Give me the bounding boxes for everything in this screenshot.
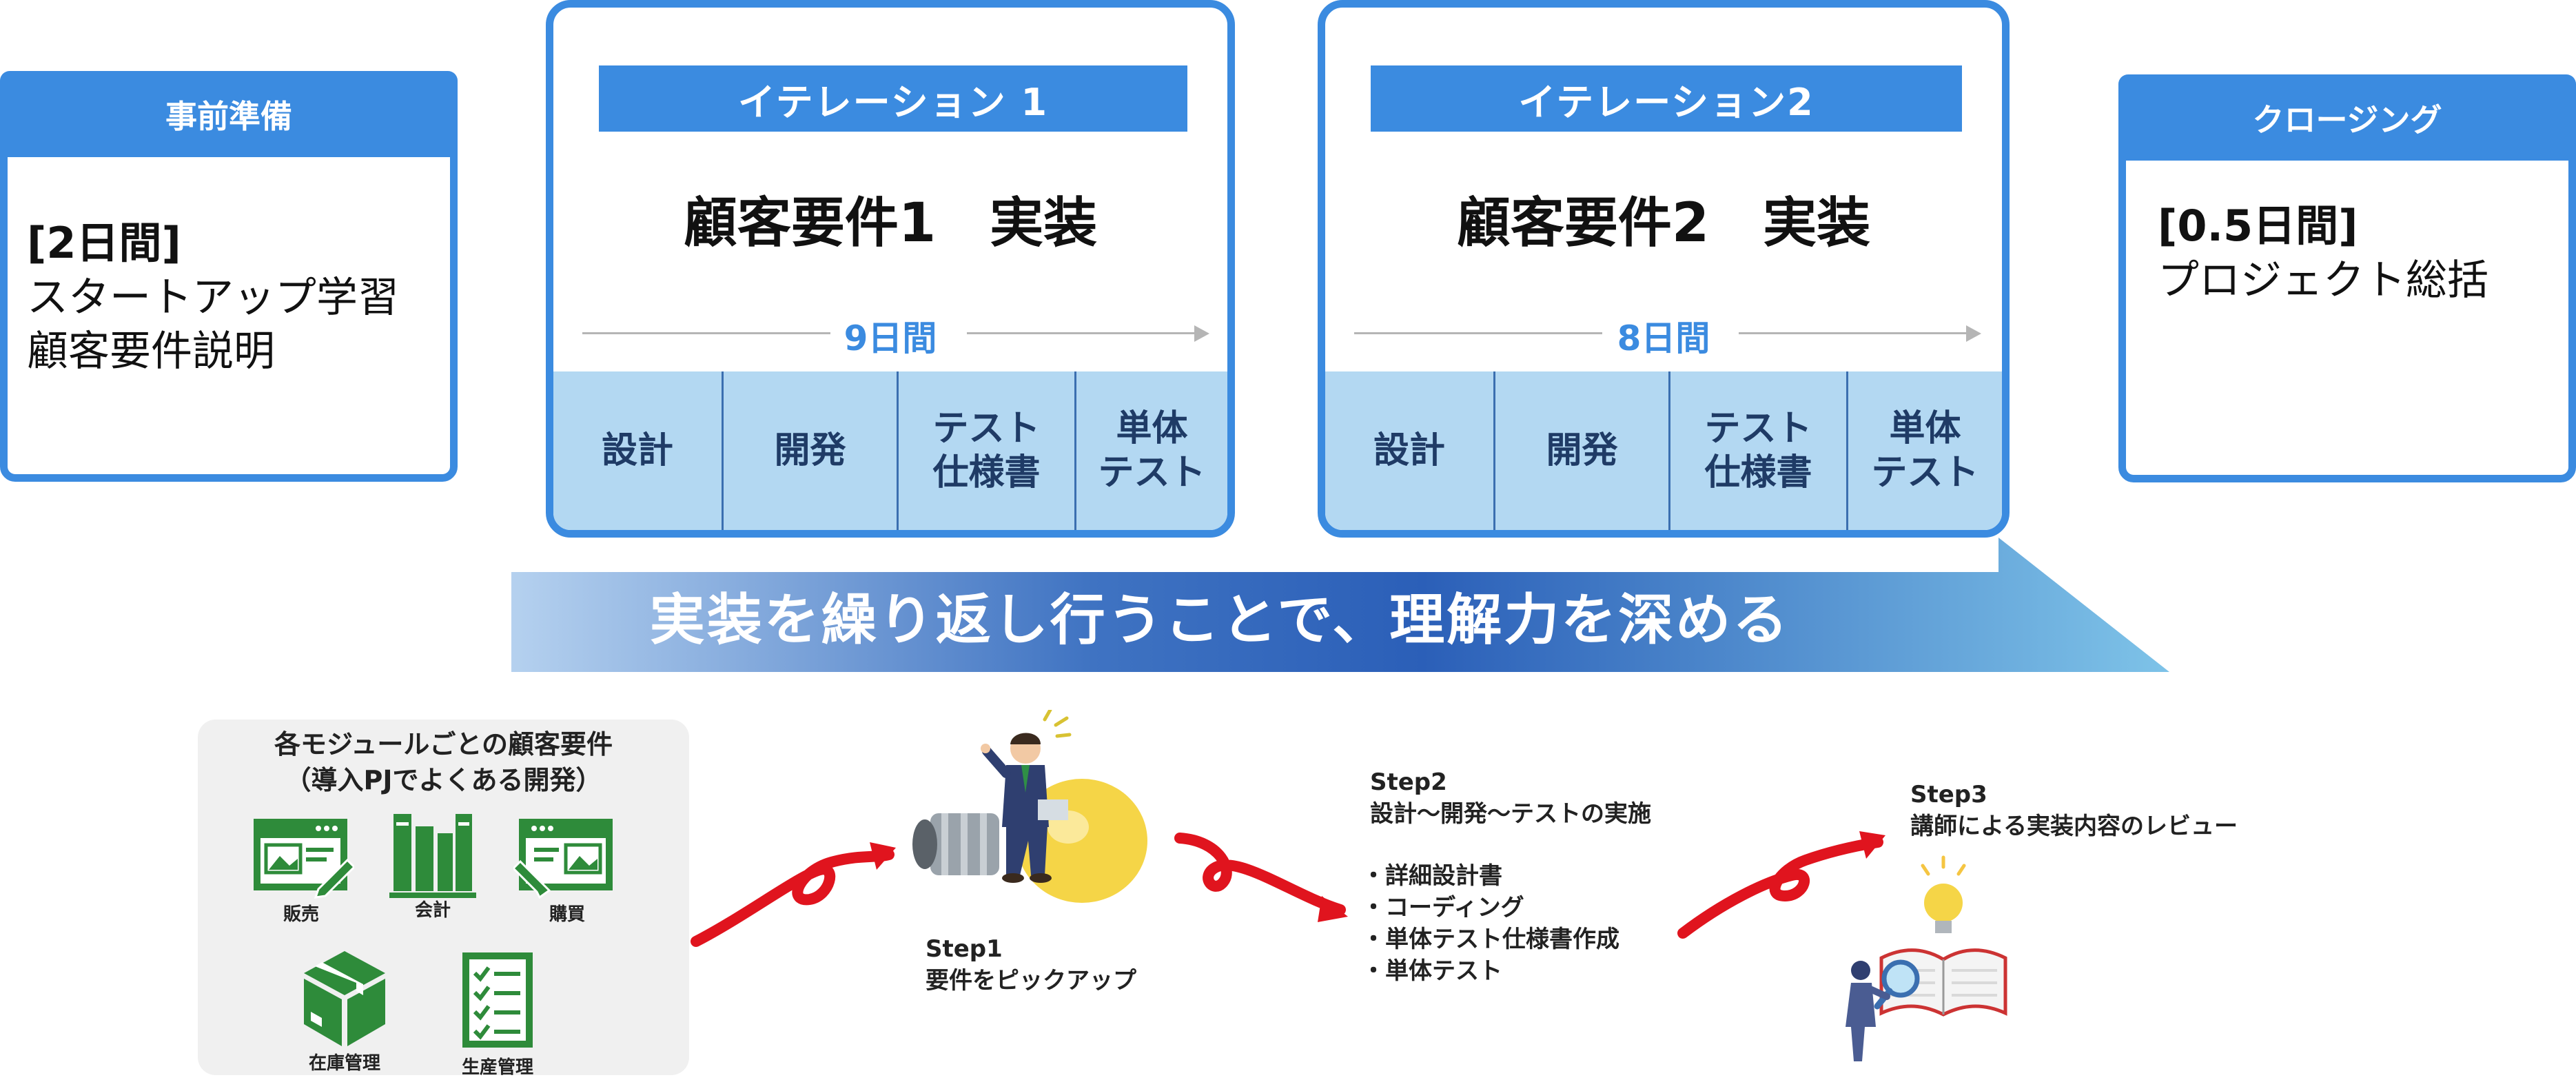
task-develop: 開発: [1495, 371, 1670, 530]
modules-title: 各モジュールごとの顧客要件 （導入PJでよくある開発）: [198, 726, 689, 798]
iteration-2-card: イテレーション2 顧客要件2 実装 8日間 設計 開発 テスト 仕様書 単体 テ…: [1318, 0, 2010, 538]
task-develop: 開発: [724, 371, 899, 530]
module-label-production: 生産管理: [461, 1057, 533, 1078]
prep-line-1: スタートアップ学習: [27, 274, 399, 322]
task-design: 設計: [553, 371, 724, 530]
task-test-spec: テスト 仕様書: [1670, 371, 1848, 530]
closing-duration: [0.5日間]: [2158, 201, 2358, 251]
step2-desc: 設計～開発～テストの実施: [1370, 800, 1651, 828]
step2-bullet-2: コーディング: [1362, 892, 1619, 924]
module-label-inventory: 在庫管理: [308, 1053, 380, 1074]
step2-bullets: 詳細設計書 コーディング 単体テスト仕様書作成 単体テスト: [1362, 860, 1619, 987]
module-label-accounting: 会計: [414, 900, 451, 921]
iteration-1-line-right: [967, 332, 1194, 334]
step2-bullet-4: 単体テスト: [1362, 955, 1619, 987]
iteration-1-card: イテレーション 1 顧客要件1 実装 9日間 設計 開発 テスト 仕様書 単体 …: [546, 0, 1235, 538]
iteration-2-bar: イテレーション2: [1371, 65, 1962, 132]
iteration-2-arrow-icon: [1966, 325, 1981, 342]
iteration-2-tasks: 設計 開発 テスト 仕様書 単体 テスト: [1325, 371, 2002, 530]
step2-title: Step2: [1370, 768, 1447, 796]
step1-text: Step1 要件をピックアップ: [926, 933, 1136, 997]
iteration-1-line-left: [582, 332, 830, 334]
step1-desc: 要件をピックアップ: [926, 967, 1136, 995]
step2-text: Step2 設計～開発～テストの実施: [1370, 766, 1651, 830]
prep-card: 事前準備 [2日間] スタートアップ学習 顧客要件説明: [0, 71, 458, 482]
iteration-2-title: 顧客要件2 実装: [1456, 192, 1871, 254]
review-book-illustration: [1846, 855, 2007, 1061]
module-label-sales: 販売: [283, 904, 319, 925]
iteration-1-title: 顧客要件1 実装: [683, 192, 1098, 254]
task-test-spec: テスト 仕様書: [899, 371, 1076, 530]
purchasing-icon: [513, 819, 613, 899]
iteration-2-line-right: [1739, 332, 1966, 334]
modules-title-line-1: 各モジュールごとの顧客要件: [274, 729, 613, 759]
iteration-1-tasks: 設計 開発 テスト 仕様書 単体 テスト: [553, 371, 1227, 530]
banner-text: 実装を繰り返し行うことで、理解力を深める: [649, 588, 1790, 652]
step3-title: Step3: [1910, 781, 1987, 808]
module-label-purchasing: 購買: [549, 904, 585, 925]
prep-header: 事前準備: [0, 71, 458, 157]
step3-desc: 講師による実装内容のレビュー: [1910, 813, 2238, 840]
iteration-2-line-left: [1354, 332, 1602, 334]
accounting-icon: [389, 814, 476, 898]
modules-title-line-2: （導入PJでよくある開発）: [285, 765, 602, 795]
step3-text: Step3 講師による実装内容のレビュー: [1910, 779, 2238, 842]
iteration-1-bar: イテレーション 1: [599, 65, 1187, 132]
lightbulb-person-illustration: [912, 710, 1147, 903]
step1-title: Step1: [926, 935, 1003, 963]
step2-bullet-1: 詳細設計書: [1362, 860, 1619, 892]
curve-arrow-2-icon: [1174, 833, 1346, 915]
modules-box: 各モジュールごとの顧客要件 （導入PJでよくある開発） 販売 会計 購買: [198, 720, 689, 1078]
prep-line-2: 顧客要件説明: [27, 327, 275, 376]
iteration-2-days: 8日間: [1617, 318, 1710, 358]
step2-bullet-3: 単体テスト仕様書作成: [1362, 924, 1619, 955]
iteration-1-days: 9日間: [844, 318, 937, 358]
iteration-1-arrow-icon: [1194, 325, 1209, 342]
curve-arrow-1-icon: [691, 849, 895, 947]
task-unit-test: 単体 テスト: [1871, 408, 1979, 493]
task-unit-test: 単体 テスト: [1098, 408, 1206, 493]
closing-content: [0.5日間] プロジェクト総括: [2158, 199, 2488, 307]
production-checklist-icon: [462, 952, 533, 1048]
curve-arrow-3-icon: [1677, 837, 1883, 939]
closing-header: クロージング: [2118, 74, 2576, 161]
prep-content: [2日間] スタートアップ学習 顧客要件説明: [27, 216, 399, 378]
sales-icon: [254, 819, 354, 899]
task-design: 設計: [1325, 371, 1495, 530]
prep-duration: [2日間]: [27, 218, 181, 268]
closing-card: クロージング [0.5日間] プロジェクト総括: [2118, 74, 2576, 482]
closing-line-1: プロジェクト総括: [2158, 256, 2488, 305]
inventory-icon: [304, 951, 385, 1046]
